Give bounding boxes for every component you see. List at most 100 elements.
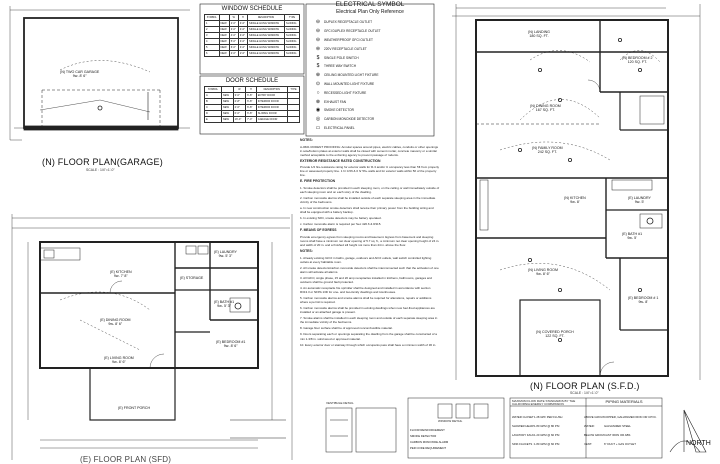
electrical-symbol-text: 220V RECEPTACLE OUTLET (324, 46, 367, 51)
sfd-room-dining: (N) DINING ROOM 167 SQ. FT. (530, 104, 561, 112)
piping-cell: SINK FAUCETS : (512, 441, 534, 446)
door-schedule-title: DOOR SCHEDULE (225, 78, 279, 84)
detail-note: SMOKE DETECTOR (410, 434, 437, 438)
electrical-symbol-text: THREE WAY SWITCH (324, 64, 356, 69)
details-linework (230, 397, 663, 459)
detail-note: PER CODE REQUIREMENT (410, 446, 447, 450)
fire-protection-item: b. In existing SFD, smoke detectors may … (300, 216, 382, 221)
electrical-symbol-text: SINGLE POLE SWITCH (324, 55, 359, 60)
electrical-symbol-icon: ⊙ (315, 80, 321, 87)
piping-row: SHOWER HEADS :1.80 GPM @ 80 PSIWATER:GAL… (512, 421, 660, 430)
electrical-symbol-item: ⊖WEATHERPROOF GFCI OUTLET (312, 36, 430, 45)
electrical-symbol-text: RECESSED LIGHT FIXTURE (324, 90, 367, 95)
room-name: (N) BEDROOM # 2 (622, 56, 653, 60)
existing-room-storage: (E) STORAGE (180, 276, 203, 280)
piping-cell: CAST IRON OR ABS (604, 432, 631, 437)
electrical-symbol-item: ◎CARBON MONOXIDE DETECTOR (312, 115, 430, 124)
electrical-symbol-text: DUPLEX RECEPTACLE OUTLET (324, 20, 373, 25)
room-name: (E) BATH #1 (214, 300, 235, 304)
piping-cell: COPPER, GALVANIZED IRON OR CPVC. (604, 414, 657, 419)
window-detail-label: WINDOW DETAIL (438, 419, 463, 423)
sfd-plan-linework (452, 4, 701, 380)
means-of-egress-note: Provide emergency egress from sleeping r… (300, 235, 440, 248)
room-dims: 242 SQ. FT. (537, 150, 557, 155)
garage-plan-scale: SCALE : 1/4"=1'-0" (86, 168, 115, 172)
room-dims: 9w- 5' (634, 200, 645, 205)
door-schedule-header: SYMBOL W H DESCRIPTION TYPE (204, 86, 301, 93)
electrical-symbol-text: CARBON MONOXIDE DETECTOR (324, 117, 375, 122)
window-schedule-header: SYMBOL W H DESCRIPTION TYPE (204, 14, 301, 21)
room-name: (E) KITCHEN (110, 270, 132, 274)
table-cell: E (204, 116, 222, 123)
room-name: (E) FRONT PORCH (118, 406, 151, 410)
room-name: (N) COVERED PORCH (536, 330, 574, 334)
notes-list-item: 4. An automatic receptacle fire sprinkle… (300, 286, 431, 295)
room-dims: 9w- 5' 3" (218, 254, 233, 259)
electrical-symbol-item: ▭ELECTRICAL PANEL (312, 124, 430, 133)
fire-protection-list: 1. Smoke detectors shall be provided in … (300, 186, 440, 226)
notes-list-item: 1. Already existing GFCI in baths, garag… (300, 255, 432, 264)
fire-rated-heading: EXTERIOR RESISTANCE RATED CONSTRUCTION (300, 158, 381, 163)
electrical-symbol-text: GFCI DUPLEX RECEPTACLE OUTLET (324, 29, 381, 34)
sfd-room-living: (N) LIVING ROOM 9w- 8' 6" (528, 268, 558, 276)
piping-cell: 1.80 GPM @ 60 PSI (534, 441, 560, 446)
piping-cell: 1.28 GPF PER FLUSH (534, 414, 563, 419)
room-dims: 9w- 8' (638, 300, 648, 305)
existing-plan-title: (E) FLOOR PLAN (SFD) (80, 455, 172, 464)
room-name: (N) FAMILY ROOM (532, 146, 563, 150)
notes-list-item: 7. Smoke alarms shall be installed in ea… (300, 316, 438, 325)
electrical-symbol-item: ⊗EXHAUST FAN (312, 97, 430, 106)
piping-row: WATER CLOSET :1.28 GPF PER FLUSH ABOVE GR… (512, 412, 660, 421)
detail-note: FLOOR REINFORCEMENT (410, 428, 445, 432)
electrical-symbol-icon: ⊗ (315, 98, 321, 105)
notes-list-item: 5. Carbon monoxide alarms and smoke alar… (300, 296, 432, 305)
room-dims: 9w- 7' 8" (113, 274, 128, 279)
means-of-egress-heading: F. MEANS OF EGRESS (300, 228, 337, 233)
fire-rated-note: Provide 1/2 fire-resistance rating for e… (300, 165, 440, 178)
electrical-symbol-icon: ⊖ (315, 36, 321, 43)
existing-room-bedroom: (E) BEDROOM #1 9w- 8' 6" (216, 340, 245, 348)
electrical-symbol-text: WALL MOUNTED LIGHT FIXTURE (324, 81, 375, 86)
sfd-room-kitchen: (N) KITCHEN 9w- 8' (564, 196, 586, 204)
table-cell: 16'-0" (232, 116, 247, 123)
table-cell: 2'-0" (228, 50, 239, 57)
fire-protection-item: 1. Smoke detectors shall be provided in … (300, 186, 440, 195)
sfd-room-bedroom-1: (E) BEDROOM # 1 9w- 8' (628, 296, 658, 304)
electrical-symbol-item: ⊖DUPLEX RECEPTACLE OUTLET (312, 18, 430, 27)
room-dims: 9w- 8' 6" (112, 360, 126, 365)
piping-cell: ABOVE GROUND: (584, 414, 604, 419)
electrical-symbol-icon: ▭ (315, 124, 321, 131)
electrical-symbol-text: CEILING MOUNTED LIGHT FIXTURE (324, 73, 379, 78)
notes-list-item: 8. Garage floor surface shall be of appr… (300, 326, 393, 331)
notes-heading: NOTES: (300, 138, 313, 142)
room-name: (N) KITCHEN (564, 196, 586, 200)
room-name: (E) LAUNDRY (214, 250, 237, 254)
room-dims: 9w- 8' 6" (223, 344, 238, 349)
electrical-symbol-text: ELECTRICAL PANEL (324, 125, 355, 130)
rodent-note: A-0601 RODENT PROOFING: Annular spaces a… (300, 144, 439, 157)
notes-list-item: 6. Carbon monoxide alarms shall be provi… (300, 306, 435, 315)
table-cell: 2'-0" (237, 50, 249, 57)
table-cell: NEW (220, 116, 234, 123)
garage-room-dims: 9w- 8' 6" (72, 74, 87, 79)
piping-materials-title: PIPING MATERIALS (605, 399, 643, 404)
piping-cell: SHOWER HEADS : (512, 423, 534, 428)
piping-cell: WATER CLOSET : (512, 414, 534, 419)
electrical-symbol-item: ○RECESSED LIGHT FIXTURE (312, 88, 430, 97)
room-name: (E) BEDROOM #1 (216, 340, 246, 344)
existing-room-bath: (E) BATH #1 9w- 5' 3" (214, 300, 234, 308)
notes-list-item: 10. Every exterior door or stairway thro… (300, 342, 437, 347)
electrical-symbol-item: ⊕CEILING MOUNTED LIGHT FIXTURE (312, 71, 430, 80)
electrical-symbol-item: ◉SMOKE DETECTOR (312, 106, 430, 115)
electrical-symbol-item: ⊜220V RECEPTACLE OUTLET (312, 44, 430, 53)
piping-cell: GALVANIZED STEEL (604, 423, 631, 428)
electrical-symbol-icon: ⊕ (315, 72, 321, 79)
existing-room-laundry: (E) LAUNDRY 9w- 5' 3" (214, 250, 237, 258)
door-detail-label: VESTIBULE DETAIL (326, 401, 354, 405)
room-dims: 180 SQ. FT. (529, 34, 549, 39)
